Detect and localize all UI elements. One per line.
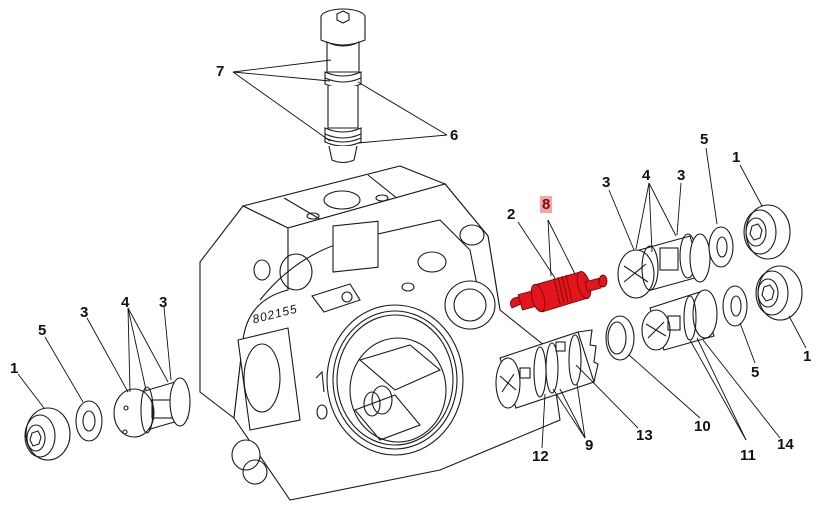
leader-lines (17, 59, 807, 449)
callout-4-left[interactable]: 4 (121, 294, 130, 311)
callout-3-left-inner[interactable]: 3 (159, 294, 168, 311)
disc-part[interactable] (605, 315, 635, 361)
sleeve-part[interactable] (495, 329, 599, 409)
callout-14[interactable]: 14 (777, 436, 794, 453)
callout-13[interactable]: 13 (636, 427, 653, 444)
callout-1-left[interactable]: 1 (10, 360, 19, 377)
lower-right-valve-part[interactable] (641, 289, 718, 351)
left-plug-part[interactable] (24, 407, 71, 461)
upper-right-valve-part[interactable] (617, 233, 711, 299)
callout-10[interactable]: 10 (694, 418, 711, 435)
left-valve-part[interactable] (113, 377, 191, 438)
grid-vent (332, 220, 379, 273)
callout-12[interactable]: 12 (532, 448, 549, 465)
screw-part[interactable] (320, 8, 366, 164)
callout-6[interactable]: 6 (450, 127, 459, 144)
callout-1-upper[interactable]: 1 (732, 149, 741, 166)
callout-1-lower[interactable]: 1 (803, 348, 812, 365)
lower-right-plug-part[interactable] (755, 265, 803, 321)
callout-4-upper[interactable]: 4 (642, 167, 651, 184)
callout-5-left[interactable]: 5 (38, 322, 47, 339)
callout-3-upper-left[interactable]: 3 (602, 174, 611, 191)
upper-right-washer-part[interactable] (708, 226, 734, 268)
callout-8-highlighted[interactable]: 8 (540, 196, 553, 213)
callout-7[interactable]: 7 (216, 63, 225, 80)
callout-2[interactable]: 2 (507, 206, 516, 223)
callout-3-left-outer[interactable]: 3 (80, 304, 89, 321)
left-washer-part[interactable] (75, 400, 103, 442)
callout-11[interactable]: 11 (740, 447, 756, 464)
callout-9[interactable]: 9 (585, 437, 594, 454)
valve-block-body[interactable] (199, 165, 561, 501)
callout-3-upper-right[interactable]: 3 (677, 167, 686, 184)
callout-5-lower[interactable]: 5 (751, 364, 760, 381)
red-cartridge-part[interactable] (510, 270, 608, 313)
lower-right-washer-part[interactable] (722, 285, 748, 327)
upper-right-plug-part[interactable] (743, 204, 791, 260)
callout-5-upper[interactable]: 5 (700, 131, 709, 148)
